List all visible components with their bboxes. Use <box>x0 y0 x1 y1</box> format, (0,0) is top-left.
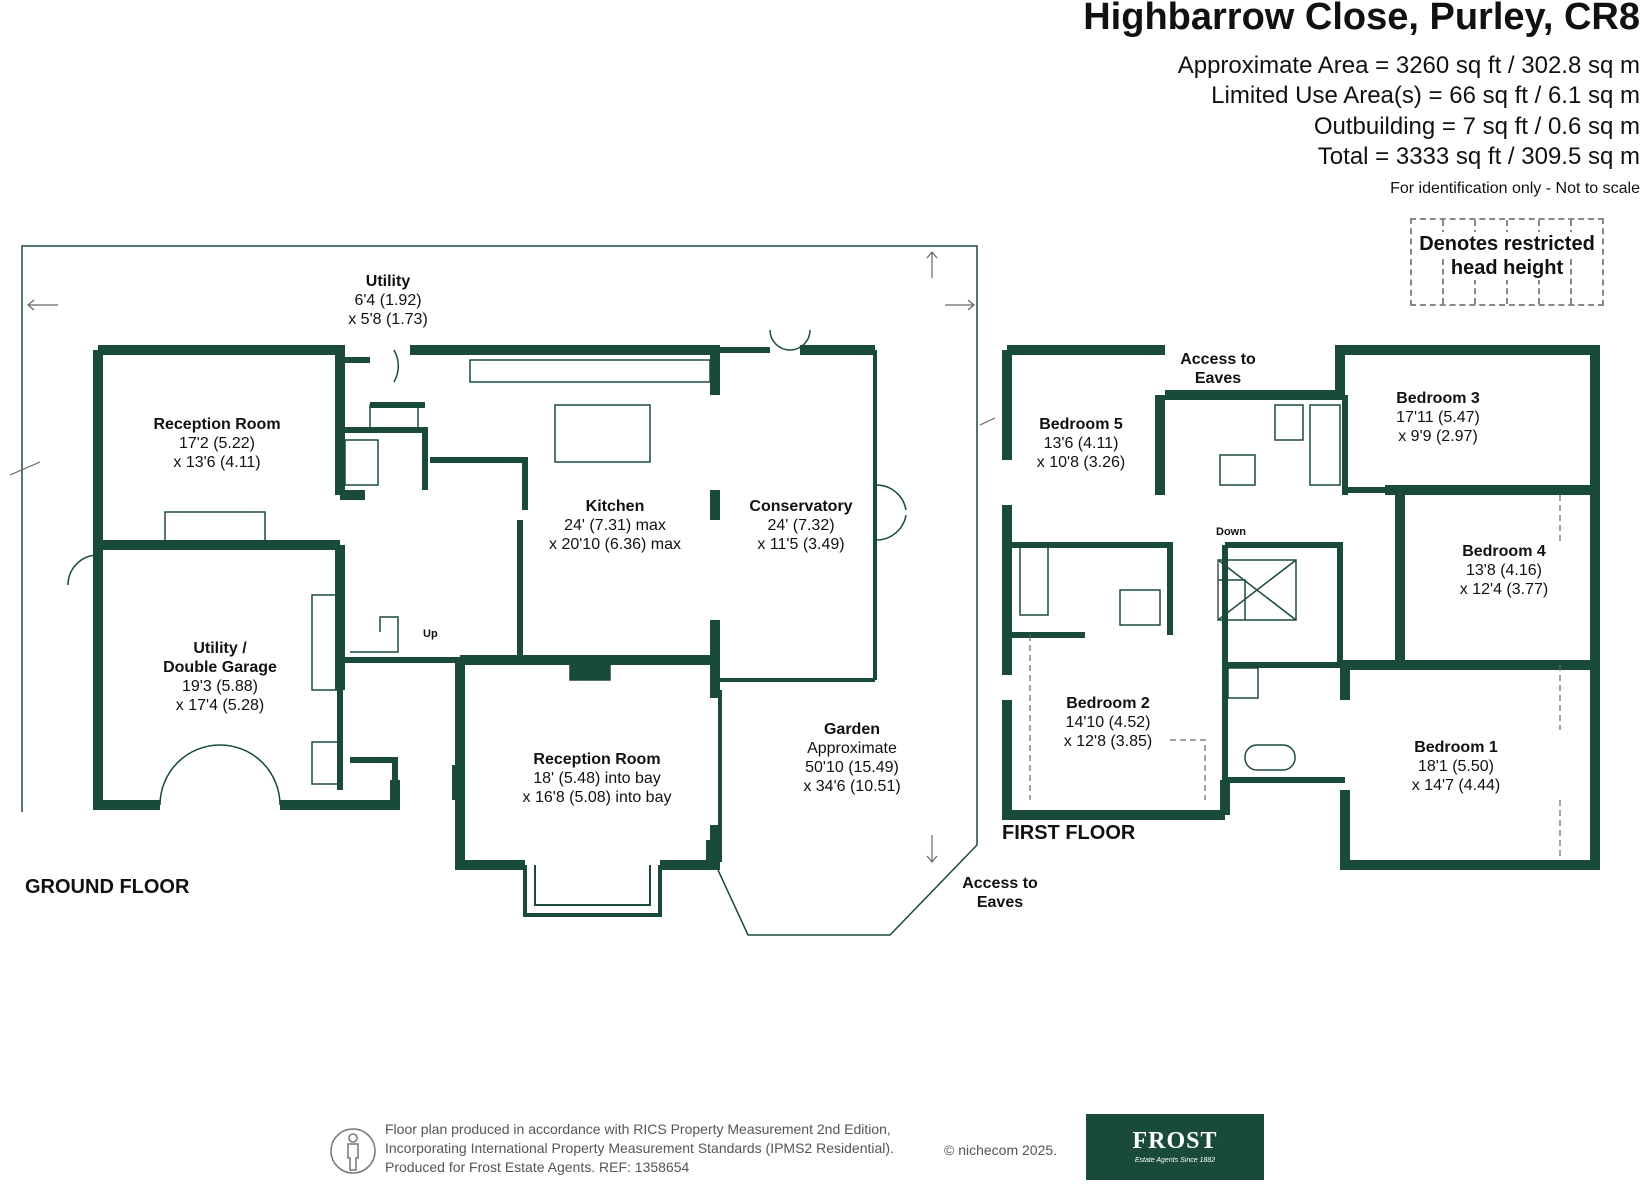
room-garage: Utility / Double Garage 19'3 (5.88) x 17… <box>163 639 277 715</box>
room-reception-1: Reception Room 17'2 (5.22) x 13'6 (4.11) <box>153 415 280 472</box>
room-dim: 17'2 (5.22) <box>179 435 255 452</box>
room-dim: x 34'6 (10.51) <box>803 778 901 795</box>
room-bedroom-2: Bedroom 2 14'10 (4.52) x 12'8 (3.85) <box>1064 694 1152 751</box>
stairs-up-label: Up <box>423 628 438 640</box>
ground-floor-label: GROUND FLOOR <box>25 876 190 898</box>
room-dim: 13'6 (4.11) <box>1043 435 1119 452</box>
room-name: Reception Room <box>533 751 661 768</box>
room-dim: 6'4 (1.92) <box>354 292 422 309</box>
room-name: Bedroom 3 <box>1396 390 1480 407</box>
restricted-height-legend: Denotes restricted head height <box>1410 218 1604 306</box>
room-dim: 50'10 (15.49) <box>805 759 899 776</box>
eaves-line: Eaves <box>976 894 1024 911</box>
room-name: Utility / <box>193 640 247 657</box>
room-reception-2: Reception Room 18' (5.48) into bay x 16'… <box>523 750 672 807</box>
room-name-2: Double Garage <box>163 659 277 676</box>
approx-area: Approximate Area = 3260 sq ft / 302.8 sq… <box>1177 52 1640 79</box>
room-name: Bedroom 4 <box>1462 543 1546 560</box>
room-name: Utility <box>365 273 411 290</box>
room-dim: 19'3 (5.88) <box>182 678 258 695</box>
room-dim: 14'10 (4.52) <box>1065 714 1151 731</box>
legend-line1: Denotes restricted <box>1415 232 1599 256</box>
room-dim: Approximate <box>807 740 897 757</box>
eaves-access-top: Access to Eaves <box>1180 350 1256 388</box>
eaves-access-bottom: Access to Eaves <box>962 874 1038 912</box>
footer-line: Incorporating International Property Mea… <box>385 1140 894 1156</box>
room-dim: 18'1 (5.50) <box>1418 758 1494 775</box>
room-dim: 17'11 (5.47) <box>1396 409 1480 426</box>
room-name: Reception Room <box>153 416 281 433</box>
room-bedroom-4: Bedroom 4 13'8 (4.16) x 12'4 (3.77) <box>1460 542 1548 599</box>
room-garden: Garden Approximate 50'10 (15.49) x 34'6 … <box>803 720 900 796</box>
room-dim: x 12'8 (3.85) <box>1063 733 1153 750</box>
room-dim: x 11'5 (3.49) <box>757 536 845 553</box>
room-name: Bedroom 5 <box>1039 416 1123 433</box>
room-name: Kitchen <box>585 498 645 515</box>
room-dim: x 9'9 (2.97) <box>1398 428 1478 445</box>
room-dim: x 20'10 (6.36) max <box>548 536 682 553</box>
room-dim: x 16'8 (5.08) into bay <box>522 789 672 806</box>
footer-text: Floor plan produced in accordance with R… <box>385 1120 894 1177</box>
room-dim: 24' (7.32) <box>767 517 835 534</box>
eaves-line: Access to <box>962 875 1038 892</box>
room-dim: 18' (5.48) into bay <box>533 770 661 787</box>
room-dim: x 14'7 (4.44) <box>1411 777 1501 794</box>
room-name: Bedroom 2 <box>1066 695 1150 712</box>
legend-line2: head height <box>1446 256 1568 280</box>
room-bedroom-1: Bedroom 1 18'1 (5.50) x 14'7 (4.44) <box>1412 738 1500 795</box>
limited-use-area: Limited Use Area(s) = 66 sq ft / 6.1 sq … <box>1211 82 1640 109</box>
outbuilding-area: Outbuilding = 7 sq ft / 0.6 sq m <box>1313 113 1640 140</box>
first-floor-label: FIRST FLOOR <box>1002 822 1136 844</box>
page-title: Highbarrow Close, Purley, CR8 <box>1083 0 1640 38</box>
room-conservatory: Conservatory 24' (7.32) x 11'5 (3.49) <box>749 497 852 554</box>
stairs-down-label: Down <box>1216 526 1246 538</box>
room-dim: x 10'8 (3.26) <box>1036 454 1126 471</box>
ground-floor-walls <box>67 329 907 917</box>
room-name: Bedroom 1 <box>1414 739 1498 756</box>
room-name: Conservatory <box>749 498 853 515</box>
room-dim: 13'8 (4.16) <box>1466 562 1542 579</box>
eaves-line: Eaves <box>1194 370 1242 387</box>
logo-tagline: Estate Agents Since 1882 <box>1134 1157 1216 1164</box>
footer-line: Produced for Frost Estate Agents. REF: 1… <box>385 1159 690 1175</box>
room-dim: x 12'4 (3.77) <box>1459 581 1549 598</box>
total-area: Total = 3333 sq ft / 309.5 sq m <box>1317 143 1640 170</box>
person-scale-icon <box>330 1128 376 1174</box>
room-bedroom-3: Bedroom 3 17'11 (5.47) x 9'9 (2.97) <box>1396 389 1480 446</box>
room-dim: 24' (7.31) max <box>564 517 666 534</box>
logo-brand: FROST <box>1132 1128 1218 1154</box>
room-bedroom-5: Bedroom 5 13'6 (4.11) x 10'8 (3.26) <box>1037 415 1125 472</box>
frost-logo: FROST Estate Agents Since 1882 <box>1086 1114 1264 1180</box>
copyright: © nichecom 2025. <box>944 1142 1058 1158</box>
eaves-line: Access to <box>1180 351 1256 368</box>
garden-outline <box>9 245 978 936</box>
room-dim: x 5'8 (1.73) <box>348 311 428 328</box>
first-floor-walls <box>979 345 1600 870</box>
room-utility-small: Utility 6'4 (1.92) x 5'8 (1.73) <box>348 272 428 329</box>
room-name: Garden <box>823 721 880 738</box>
scale-note: For identification only - Not to scale <box>1390 180 1640 197</box>
room-dim: x 17'4 (5.28) <box>175 697 265 714</box>
restricted-height-areas <box>1029 495 1561 860</box>
footer-line: Floor plan produced in accordance with R… <box>385 1121 891 1137</box>
room-dim: x 13'6 (4.11) <box>173 454 261 471</box>
room-kitchen: Kitchen 24' (7.31) max x 20'10 (6.36) ma… <box>549 497 681 554</box>
